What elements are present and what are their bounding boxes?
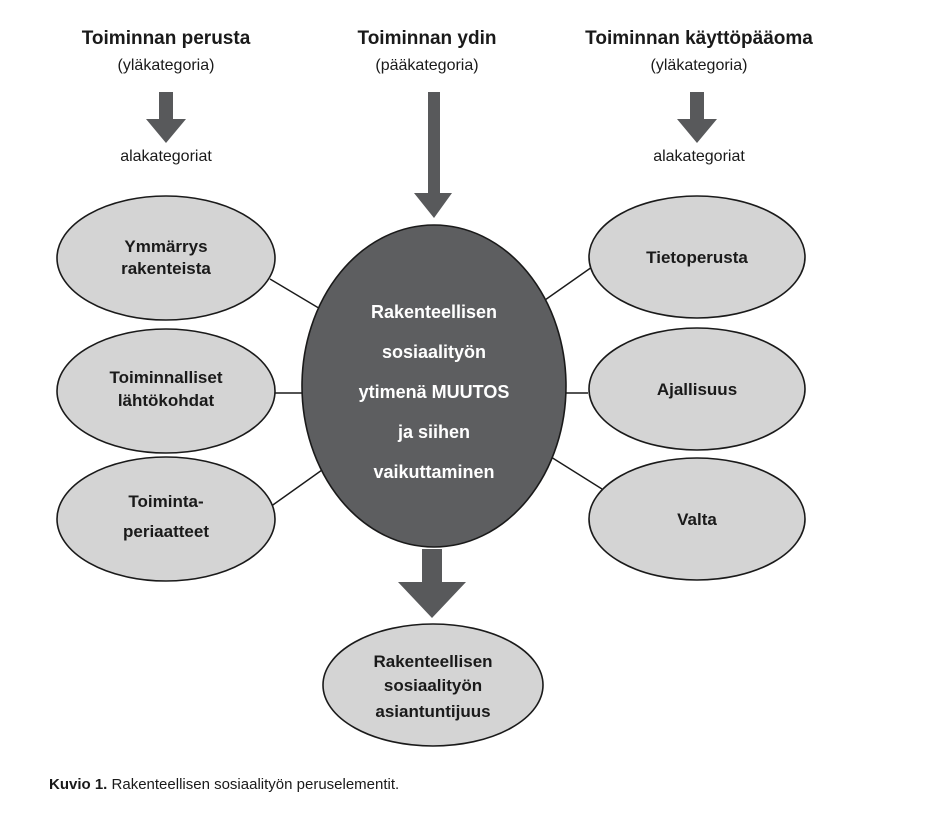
core-line-2: sosiaalityön — [382, 342, 486, 362]
arrow-right-down — [677, 92, 717, 143]
header-right-title: Toiminnan käyttöpääoma — [585, 28, 813, 49]
right-node-2: Ajallisuus — [588, 327, 806, 451]
bottom-node-line-3: asiantuntijuus — [375, 702, 490, 721]
right-node-1-line-1: Tietoperusta — [646, 248, 748, 267]
right-node-3-line-1: Valta — [677, 510, 717, 529]
header-right-subtitle: (yläkategoria) — [651, 57, 748, 74]
left-node-1: Ymmärrys rakenteista — [56, 195, 276, 321]
connector-left-1 — [269, 278, 323, 311]
left-sub-label: alakategoriat — [120, 148, 212, 165]
header-left-title: Toiminnan perusta — [82, 28, 251, 49]
header-center-subtitle: (pääkategoria) — [375, 57, 478, 74]
core-node: Rakenteellisen sosiaalityön ytimenä MUUT… — [301, 224, 567, 548]
connector-left-3 — [269, 469, 323, 508]
right-node-3: Valta — [588, 457, 806, 581]
core-line-1: Rakenteellisen — [371, 302, 497, 322]
header-left-subtitle: (yläkategoria) — [118, 57, 215, 74]
right-node-2-line-1: Ajallisuus — [657, 380, 737, 399]
left-node-2-line-2: lähtökohdat — [118, 391, 215, 410]
header-center-title: Toiminnan ydin — [358, 28, 497, 49]
arrow-center-down — [414, 92, 452, 218]
right-sub-label: alakategoriat — [653, 148, 745, 165]
left-node-1-line-1: Ymmärrys — [124, 237, 207, 256]
right-node-1: Tietoperusta — [588, 195, 806, 319]
left-node-2: Toiminnalliset lähtökohdat — [56, 328, 276, 454]
left-node-3-line-2: periaatteet — [123, 522, 209, 541]
core-line-3: ytimenä MUUTOS — [359, 382, 510, 402]
core-line-5: vaikuttaminen — [373, 462, 494, 482]
bottom-node-line-2: sosiaalityön — [384, 676, 482, 695]
bottom-node-line-1: Rakenteellisen — [373, 652, 492, 671]
left-node-1-line-2: rakenteista — [121, 259, 211, 278]
concept-diagram: Toiminnan perusta (yläkategoria) Toiminn… — [56, 28, 813, 747]
arrow-bottom-down — [398, 549, 466, 618]
left-node-3-line-1: Toiminta- — [128, 492, 203, 511]
left-node-2-line-1: Toiminnalliset — [109, 368, 222, 387]
core-line-4: ja siihen — [397, 422, 470, 442]
connector-right-3 — [550, 456, 603, 490]
left-node-3: Toiminta- periaatteet — [56, 456, 276, 582]
caption-text: Rakenteellisen sosiaalityön peruselement… — [111, 776, 400, 793]
figure-caption: Kuvio 1. Rakenteellisen sosiaalityön per… — [49, 776, 399, 793]
caption-label: Kuvio 1. — [49, 776, 108, 793]
connector-right-1 — [544, 266, 593, 301]
bottom-node: Rakenteellisen sosiaalityön asiantuntiju… — [322, 623, 544, 747]
arrow-left-down — [146, 92, 186, 143]
